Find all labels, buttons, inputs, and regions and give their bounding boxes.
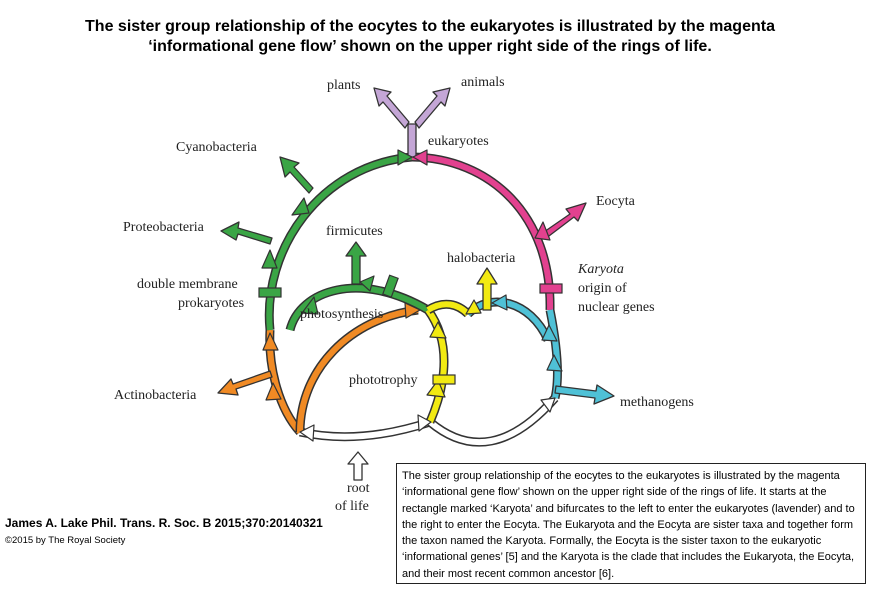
yellow-arc-fill bbox=[425, 308, 447, 424]
cyanobacteria-arrow bbox=[279, 156, 314, 194]
ring-paths bbox=[264, 152, 562, 447]
copyright: ©2015 by The Royal Society bbox=[5, 535, 126, 546]
label-karyota: Karyota bbox=[577, 262, 624, 277]
actinobacteria-arrow bbox=[217, 370, 273, 396]
arrowhead-green-inner-2 bbox=[359, 275, 375, 292]
arrowhead-orange-inner bbox=[404, 302, 421, 319]
green-arc-outer-fill bbox=[266, 154, 413, 331]
arrowhead-yellow-mid bbox=[429, 321, 447, 339]
arrowhead-root-mid bbox=[417, 414, 432, 432]
double-membrane-marker bbox=[258, 287, 282, 298]
orange-arc-inner-fill bbox=[297, 307, 419, 433]
karyota-marker bbox=[539, 283, 563, 294]
halobacteria-arrow bbox=[476, 267, 498, 311]
arrowhead-magenta-top bbox=[412, 149, 428, 166]
label-methanogens: methanogens bbox=[620, 395, 694, 410]
label-halobacteria: halobacteria bbox=[447, 251, 516, 266]
plants-arrow bbox=[373, 87, 410, 129]
caption-box: The sister group relationship of the eoc… bbox=[396, 463, 866, 584]
label-eukaryotes: eukaryotes bbox=[428, 134, 489, 149]
label-proteobacteria: Proteobacteria bbox=[123, 220, 205, 235]
animals-arrow bbox=[414, 87, 451, 129]
label-animals: animals bbox=[461, 75, 505, 90]
arrowhead-cyan-right-low bbox=[546, 354, 563, 372]
photosynthesis-marker bbox=[382, 274, 399, 298]
ring-markers bbox=[258, 274, 563, 385]
label-plants: plants bbox=[327, 78, 360, 93]
label-root: root bbox=[347, 481, 370, 496]
label-cyanobacteria: Cyanobacteria bbox=[176, 140, 258, 155]
arrowhead-orange-low bbox=[265, 382, 282, 401]
label-photosynthesis: photosynthesis bbox=[300, 307, 383, 322]
label-prokaryotes: prokaryotes bbox=[178, 296, 244, 311]
label-firmicutes: firmicutes bbox=[326, 224, 383, 239]
arrowhead-root-right bbox=[540, 397, 556, 413]
arrowhead-yellow-low bbox=[426, 379, 446, 398]
arrowhead-orange-left bbox=[262, 332, 279, 351]
arrowhead-cyan-inner bbox=[491, 294, 508, 311]
arrowhead-green-top bbox=[397, 149, 413, 166]
methanogens-arrow bbox=[554, 384, 615, 405]
label-actinobacteria: Actinobacteria bbox=[114, 388, 197, 403]
proteobacteria-arrow bbox=[220, 221, 273, 245]
magenta-arc-fill bbox=[411, 154, 554, 311]
label-double-membrane: double membrane bbox=[137, 277, 238, 292]
phototrophy-marker bbox=[432, 374, 456, 385]
label-eocyta: Eocyta bbox=[596, 194, 636, 209]
arrowhead-root-left bbox=[299, 424, 315, 442]
eocyta-arrow bbox=[540, 202, 587, 240]
citation: James A. Lake Phil. Trans. R. Soc. B 201… bbox=[5, 516, 323, 530]
label-phototrophy: phototrophy bbox=[349, 373, 417, 388]
label-origin-of: origin of bbox=[578, 281, 627, 296]
magenta-arc bbox=[411, 152, 555, 311]
arrowhead-green-left bbox=[291, 197, 310, 216]
branch-arrows bbox=[217, 87, 615, 481]
root-arc-right-fill bbox=[428, 396, 558, 446]
figure-title: The sister group relationship of the eoc… bbox=[0, 17, 860, 57]
label-nuclear-genes: nuclear genes bbox=[578, 300, 655, 315]
label-of-life: of life bbox=[335, 499, 369, 514]
root-of-life-arrow bbox=[347, 451, 369, 481]
arrowhead-yellow-inner bbox=[465, 299, 482, 315]
arrowhead-cyan-right bbox=[541, 324, 558, 342]
arrowhead-green-left-low bbox=[261, 249, 278, 269]
green-arc-inner-fill bbox=[287, 285, 430, 331]
title-line-1: The sister group relationship of the eoc… bbox=[85, 18, 775, 35]
eukaryotes-stem bbox=[407, 123, 417, 158]
firmicutes-arrow bbox=[345, 241, 367, 285]
title-line-2: ‘informational gene flow’ shown on the u… bbox=[148, 38, 712, 55]
yellow-arc-top-fill bbox=[426, 301, 471, 317]
diagram-labels: plants animals eukaryotes Cyanobacteria … bbox=[114, 75, 694, 514]
arrowhead-green-inner bbox=[301, 296, 319, 315]
arrowhead-magenta-right bbox=[534, 221, 551, 241]
ring-arrowheads bbox=[261, 149, 563, 442]
